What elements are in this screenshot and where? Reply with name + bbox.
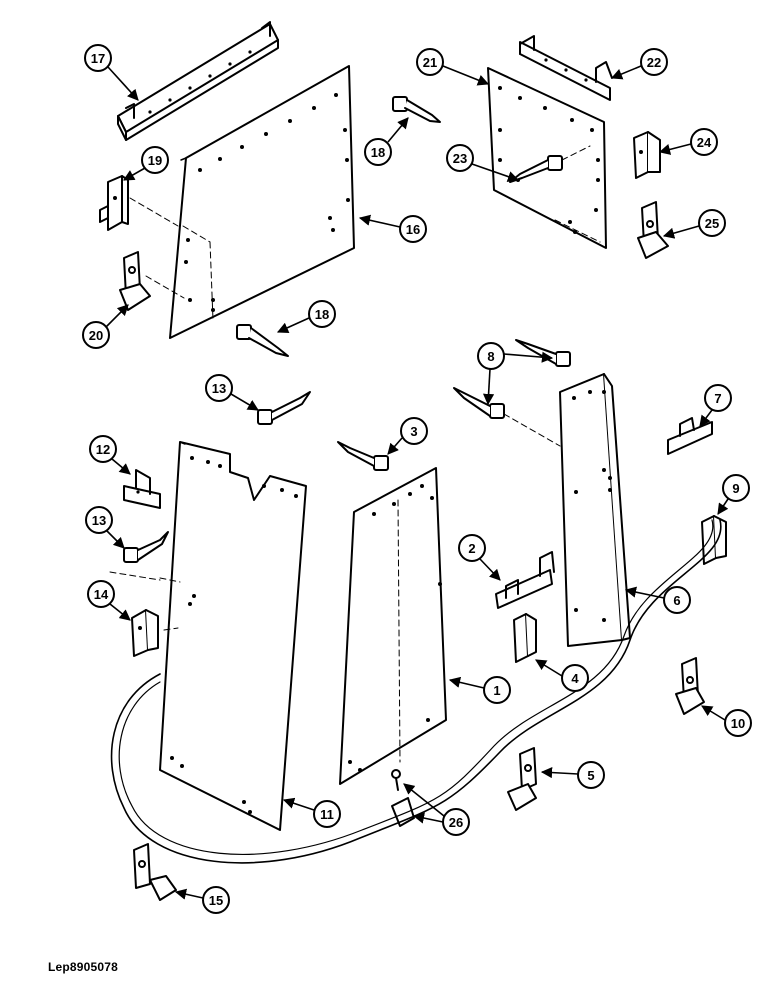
callout-11: 11: [282, 797, 341, 828]
callout-4-label: 4: [571, 671, 579, 686]
callout-8-label: 8: [487, 349, 494, 364]
callout-23: 23: [446, 144, 520, 182]
latch-25: [637, 201, 669, 259]
bracket-19: [99, 175, 179, 231]
callout-21: 21: [416, 48, 490, 86]
callout-11-label: 11: [320, 807, 334, 822]
pin-8-upper: [515, 339, 571, 367]
callout-22-label: 22: [647, 55, 661, 70]
callout-6: 6: [624, 586, 691, 614]
callout-20: 20: [82, 304, 129, 349]
callout-7: 7: [699, 384, 732, 427]
callout-5-label: 5: [587, 768, 594, 783]
latch-5: [507, 747, 537, 811]
cable: [110, 519, 722, 864]
bracket-12: [123, 469, 161, 509]
callout-23-label: 23: [453, 151, 467, 166]
latch-10: [675, 657, 705, 715]
callout-12-label: 12: [96, 442, 110, 457]
panel-11: [159, 441, 307, 831]
callout-8: 8: [477, 342, 554, 406]
pin-18-bottom: [236, 324, 289, 357]
callout-16-label: 16: [406, 222, 420, 237]
pin-18-top: [392, 96, 441, 123]
callout-25-label: 25: [705, 216, 719, 231]
callout-22: 22: [610, 48, 668, 80]
callout-10: 10: [701, 705, 752, 737]
callout-18-top: 18: [364, 117, 409, 166]
pin-13-upper: [257, 391, 311, 425]
callout-13-upper: 13: [205, 374, 259, 411]
bracket-7: [667, 417, 713, 455]
bracket-9: [701, 515, 727, 565]
callout-26: 26: [403, 783, 470, 836]
callout-17-label: 17: [91, 51, 105, 66]
callout-19: 19: [123, 146, 169, 181]
latch-20: [119, 251, 185, 311]
callout-18-bottom: 18: [276, 300, 336, 333]
callout-25: 25: [662, 209, 726, 239]
callout-3-label: 3: [410, 424, 417, 439]
callout-24-label: 24: [697, 135, 712, 150]
callout-15: 15: [174, 886, 230, 914]
callout-13-upper-label: 13: [212, 381, 226, 396]
panel-1: [339, 467, 447, 785]
bracket-2: [495, 551, 555, 609]
pin-3: [337, 441, 389, 471]
pin-23: [509, 145, 591, 183]
callout-4: 4: [535, 659, 589, 692]
bracket-bar-17: [117, 21, 279, 141]
pin-8-lower: [453, 387, 561, 447]
callout-18-top-label: 18: [371, 145, 385, 160]
callout-17: 17: [84, 44, 139, 101]
callout-9: 9: [717, 474, 750, 515]
callout-1: 1: [448, 676, 511, 704]
bracket-24: [633, 131, 661, 179]
callout-24: 24: [658, 128, 718, 156]
bracket-bar-22: [519, 35, 613, 101]
callout-3: 3: [387, 417, 428, 455]
callout-14-label: 14: [94, 587, 109, 602]
callout-26-label: 26: [449, 815, 463, 830]
bracket-4: [513, 613, 537, 663]
latch-15: [133, 843, 177, 901]
callout-2: 2: [458, 534, 501, 581]
callout-2-label: 2: [468, 541, 475, 556]
callout-5: 5: [540, 761, 605, 789]
callout-10-label: 10: [731, 716, 745, 731]
callout-12: 12: [89, 435, 131, 475]
panel-6: [559, 373, 631, 647]
callout-20-label: 20: [89, 328, 103, 343]
callout-18-bottom-label: 18: [315, 307, 329, 322]
callout-19-label: 19: [148, 153, 162, 168]
callout-6-label: 6: [673, 593, 680, 608]
callout-9-label: 9: [732, 481, 739, 496]
callout-13-lower: 13: [85, 506, 125, 549]
callout-7-label: 7: [714, 391, 721, 406]
callout-15-label: 15: [209, 893, 223, 908]
callout-13-lower-label: 13: [92, 513, 106, 528]
callout-14: 14: [87, 580, 131, 621]
callout-1-label: 1: [493, 683, 500, 698]
pin-13-lower: [109, 531, 169, 581]
callout-16: 16: [358, 214, 427, 243]
reference-code: Lep8905078: [48, 960, 119, 974]
callout-21-label: 21: [423, 55, 437, 70]
bracket-14: [131, 609, 159, 657]
panel-16: [169, 65, 355, 339]
